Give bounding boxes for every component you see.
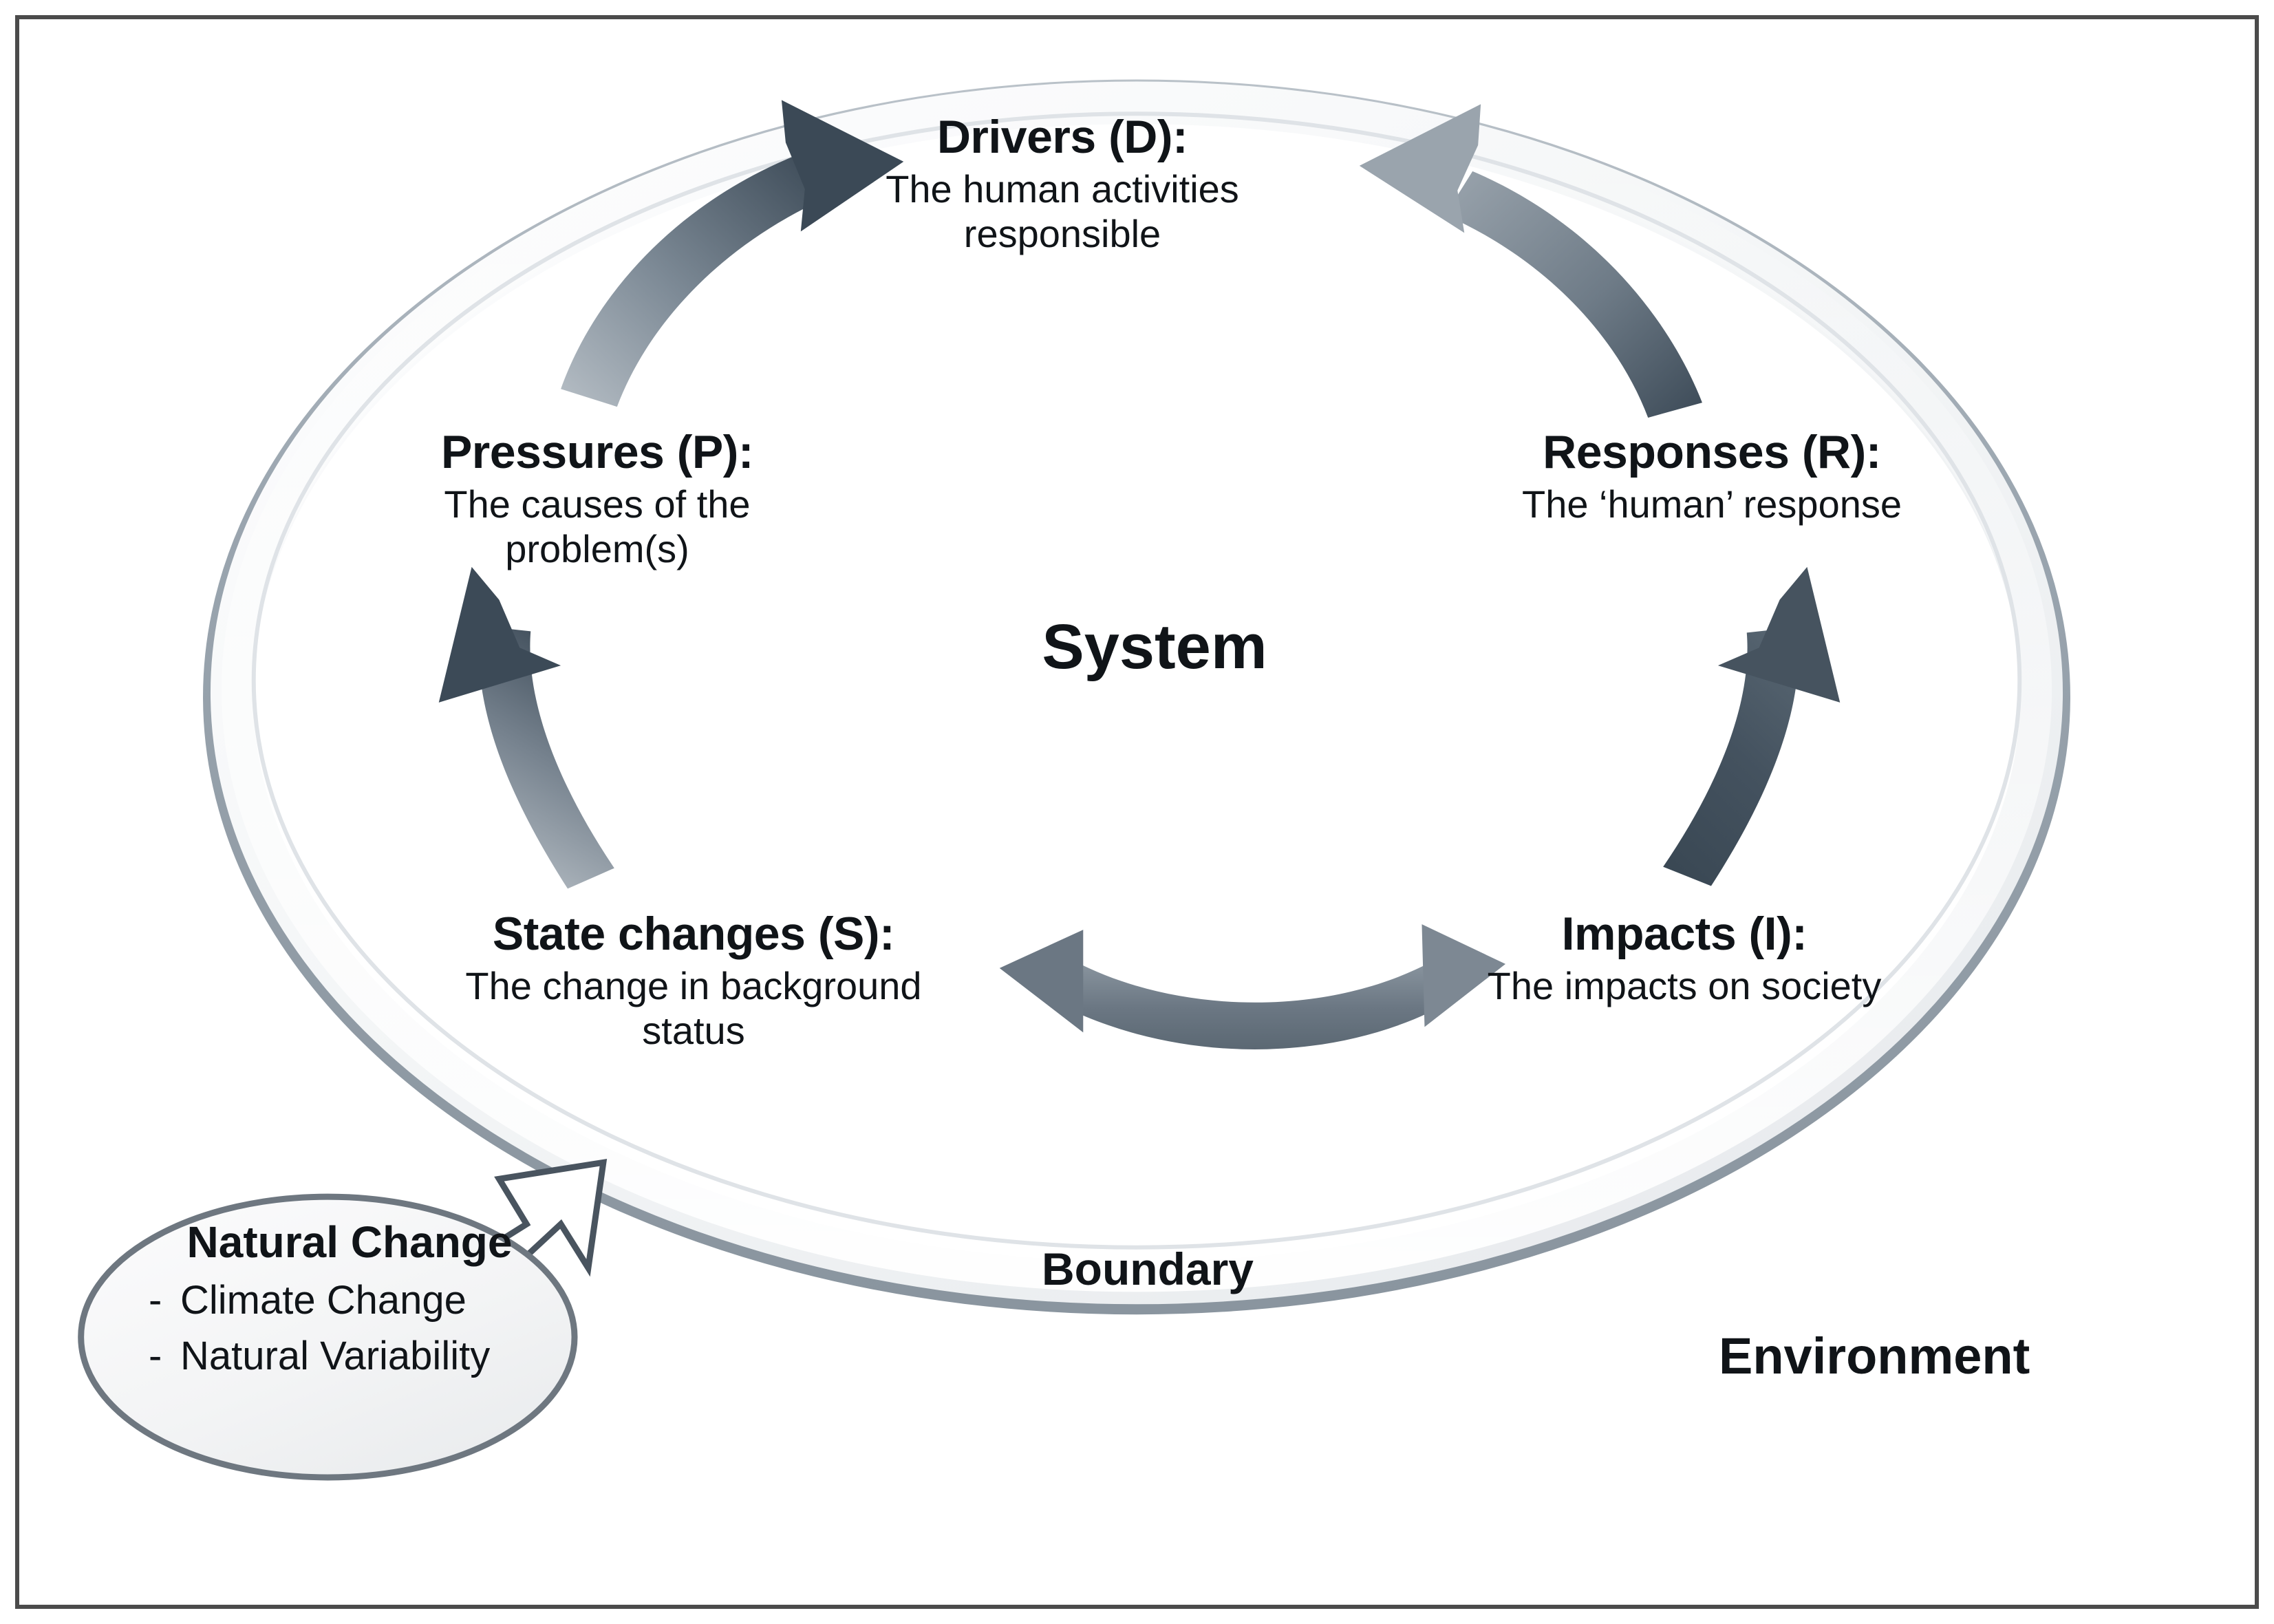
node-pressures-title: Pressures (P): [440, 426, 754, 478]
diagram-frame: Drivers (D): The human activities respon… [15, 15, 2259, 1609]
natural-change-item-variability: -Natural Variability [122, 1333, 577, 1379]
natural-change-group [78, 1158, 608, 1481]
list-dash: - [149, 1278, 162, 1323]
environment-label: Environment [1719, 1327, 2030, 1385]
natural-change-title: Natural Change [186, 1217, 513, 1267]
arrow-state-to-pressures [438, 566, 614, 889]
node-state-changes-title: State changes (S): [492, 908, 895, 960]
cycle-arrows [438, 100, 1841, 1049]
system-boundary-ring [203, 79, 2070, 1315]
natural-change-item-climate: -Climate Change [122, 1277, 577, 1323]
node-impacts-title: Impacts (I): [1561, 908, 1808, 960]
arrow-impacts-to-responses [1663, 566, 1841, 886]
node-responses-title: Responses (R): [1543, 426, 1881, 478]
arrow-state-impacts-bidirectional [999, 924, 1506, 1049]
node-drivers-desc: The human activities responsible [886, 167, 1239, 255]
boundary-label: Boundary [1041, 1243, 1254, 1294]
natural-change-item-climate-label: Climate Change [180, 1278, 466, 1323]
node-impacts-desc: The impacts on society [1487, 963, 1882, 1007]
node-drivers-title: Drivers (D): [936, 111, 1188, 163]
node-impacts: Impacts (I): The impacts on society [1450, 907, 1918, 1009]
node-pressures-desc: The causes of the problem(s) [444, 482, 751, 570]
node-state-changes: State changes (S): The change in backgro… [432, 907, 955, 1054]
natural-change-content: Natural Change -Climate Change -Natural … [122, 1217, 577, 1379]
node-state-changes-desc: The change in background status [465, 963, 922, 1052]
node-responses: Responses (R): The ‘human’ response [1471, 425, 1953, 527]
ring-highlight [221, 88, 2052, 1292]
node-pressures: Pressures (P): The causes of the problem… [377, 425, 817, 572]
list-dash: - [149, 1334, 162, 1378]
arrow-pressures-to-drivers [561, 100, 904, 407]
arrow-responses-to-drivers [1359, 104, 1702, 418]
natural-change-ellipse [78, 1193, 578, 1481]
node-responses-desc: The ‘human’ response [1521, 482, 1902, 526]
system-label: System [1042, 612, 1267, 682]
natural-change-item-variability-label: Natural Variability [180, 1334, 491, 1378]
node-drivers: Drivers (D): The human activities respon… [822, 110, 1303, 257]
ring-inner-contour [251, 111, 2022, 1250]
diagram-stage: Drivers (D): The human activities respon… [19, 19, 2255, 1605]
